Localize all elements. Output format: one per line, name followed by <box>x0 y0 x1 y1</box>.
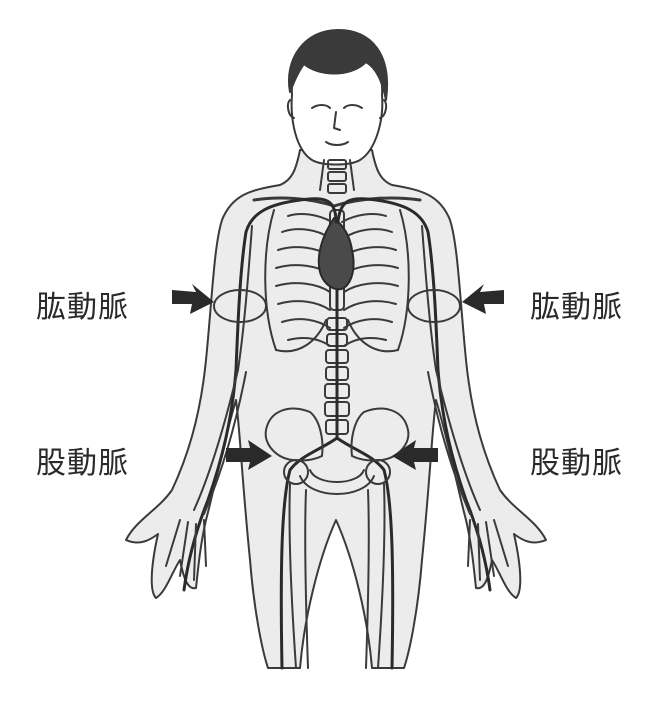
label-femoral-artery-left: 股動脈 <box>36 438 129 482</box>
label-femoral-artery-right: 股動脈 <box>530 438 623 482</box>
label-brachial-artery-right: 肱動脈 <box>530 282 623 326</box>
arrow-upper-left-icon <box>172 284 214 314</box>
arrow-upper-right-icon <box>462 284 504 314</box>
label-brachial-artery-left: 肱動脈 <box>36 282 129 326</box>
hands <box>166 520 508 580</box>
